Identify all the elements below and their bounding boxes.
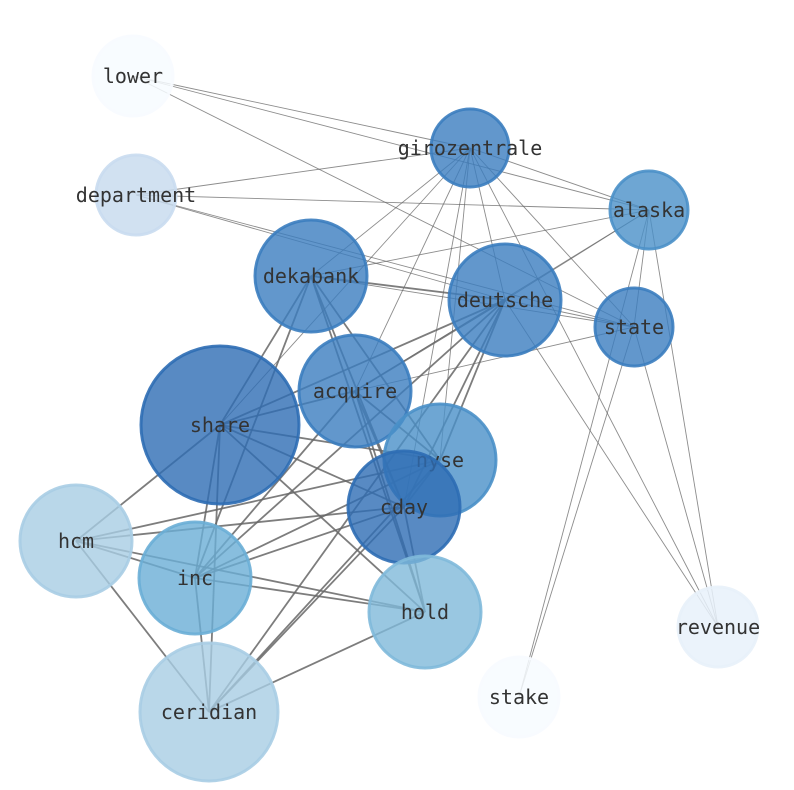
edge-lower-alaska (132, 75, 650, 211)
node-circle-lower (91, 34, 175, 118)
node-circle-ceridian (138, 641, 280, 783)
node-label-lower: lower (103, 64, 163, 88)
node-label-inc: inc (177, 566, 213, 590)
node-alaska: alaska (608, 169, 690, 251)
node-state: state (593, 286, 675, 368)
node-label-alaska: alaska (613, 198, 685, 222)
node-deutsche: deutsche (447, 242, 563, 358)
node-label-hcm: hcm (58, 529, 94, 553)
node-hold: hold (367, 554, 483, 670)
node-hcm: hcm (18, 483, 134, 599)
node-ceridian: ceridian (138, 641, 280, 783)
node-circle-inc (137, 520, 253, 636)
node-label-girozentrale: girozentrale (398, 136, 543, 160)
node-label-ceridian: ceridian (161, 700, 257, 724)
node-circle-alaska (608, 169, 690, 251)
node-dekabank: dekabank (253, 218, 369, 334)
node-label-acquire: acquire (313, 379, 397, 403)
node-layer: lower department girozentrale alaska dekaban… (18, 34, 760, 783)
node-circle-stake (477, 655, 561, 739)
edge-lower-girozentrale (132, 75, 471, 149)
node-inc: inc (137, 520, 253, 636)
node-label-revenue: revenue (676, 615, 760, 639)
node-label-department: department (76, 183, 196, 207)
node-label-deutsche: deutsche (457, 288, 553, 312)
node-cday: cday (346, 449, 462, 565)
edge-department-girozentrale (135, 147, 471, 196)
node-circle-acquire (297, 333, 413, 449)
node-department: department (76, 153, 196, 237)
edge-deutsche-revenue (504, 299, 719, 628)
node-label-share: share (190, 413, 250, 437)
node-girozentrale: girozentrale (398, 107, 543, 189)
node-circle-share (139, 344, 301, 506)
node-circle-hold (367, 554, 483, 670)
node-circle-deutsche (447, 242, 563, 358)
node-circle-state (593, 286, 675, 368)
node-acquire: acquire (297, 333, 413, 449)
edge-state-revenue (633, 326, 719, 628)
node-stake: stake (477, 655, 561, 739)
node-label-hold: hold (401, 600, 449, 624)
edge-department-alaska (135, 194, 650, 211)
node-label-stake: stake (489, 685, 549, 709)
node-circle-girozentrale (429, 107, 511, 189)
node-circle-hcm (18, 483, 134, 599)
edge-state-stake (518, 326, 635, 698)
edge-girozentrale-revenue (469, 147, 719, 628)
node-label-state: state (604, 315, 664, 339)
node-lower: lower (91, 34, 175, 118)
node-label-cday: cday (380, 495, 428, 519)
node-share: share (139, 344, 301, 506)
node-label-dekabank: dekabank (263, 264, 359, 288)
node-circle-department (94, 153, 178, 237)
node-revenue: revenue (676, 585, 760, 669)
edge-alaska-revenue (648, 209, 719, 628)
node-circle-dekabank (253, 218, 369, 334)
node-circle-revenue (676, 585, 760, 669)
